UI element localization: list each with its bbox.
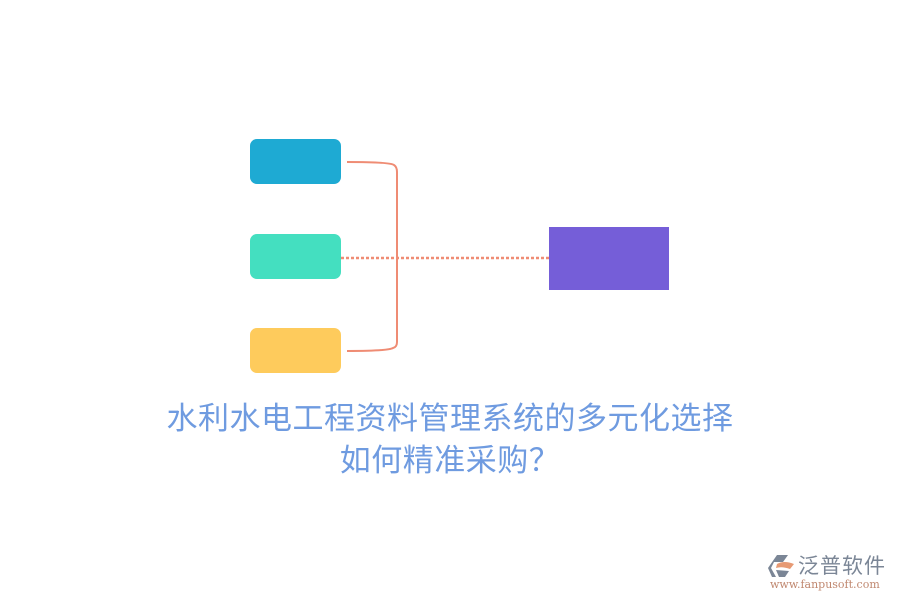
logo-name: 泛普软件 (798, 554, 886, 578)
source-node-blue (250, 139, 341, 184)
logo-url: www.fanpusoft.com (770, 578, 880, 591)
source-node-yellow (250, 328, 341, 373)
fanpu-logo-icon (768, 555, 794, 577)
title-line-2: 如何精准采购？ (339, 443, 561, 479)
brand-logo: 泛普软件 www.fanpusoft.com (768, 552, 894, 592)
title-line-1: 水利水电工程资料管理系统的多元化选择 (166, 401, 734, 437)
source-node-teal (250, 234, 341, 279)
target-node-purple (549, 227, 669, 290)
bracket-connector (346, 161, 398, 352)
diagram-title: 水利水电工程资料管理系统的多元化选择 如何精准采购？ (0, 398, 900, 482)
